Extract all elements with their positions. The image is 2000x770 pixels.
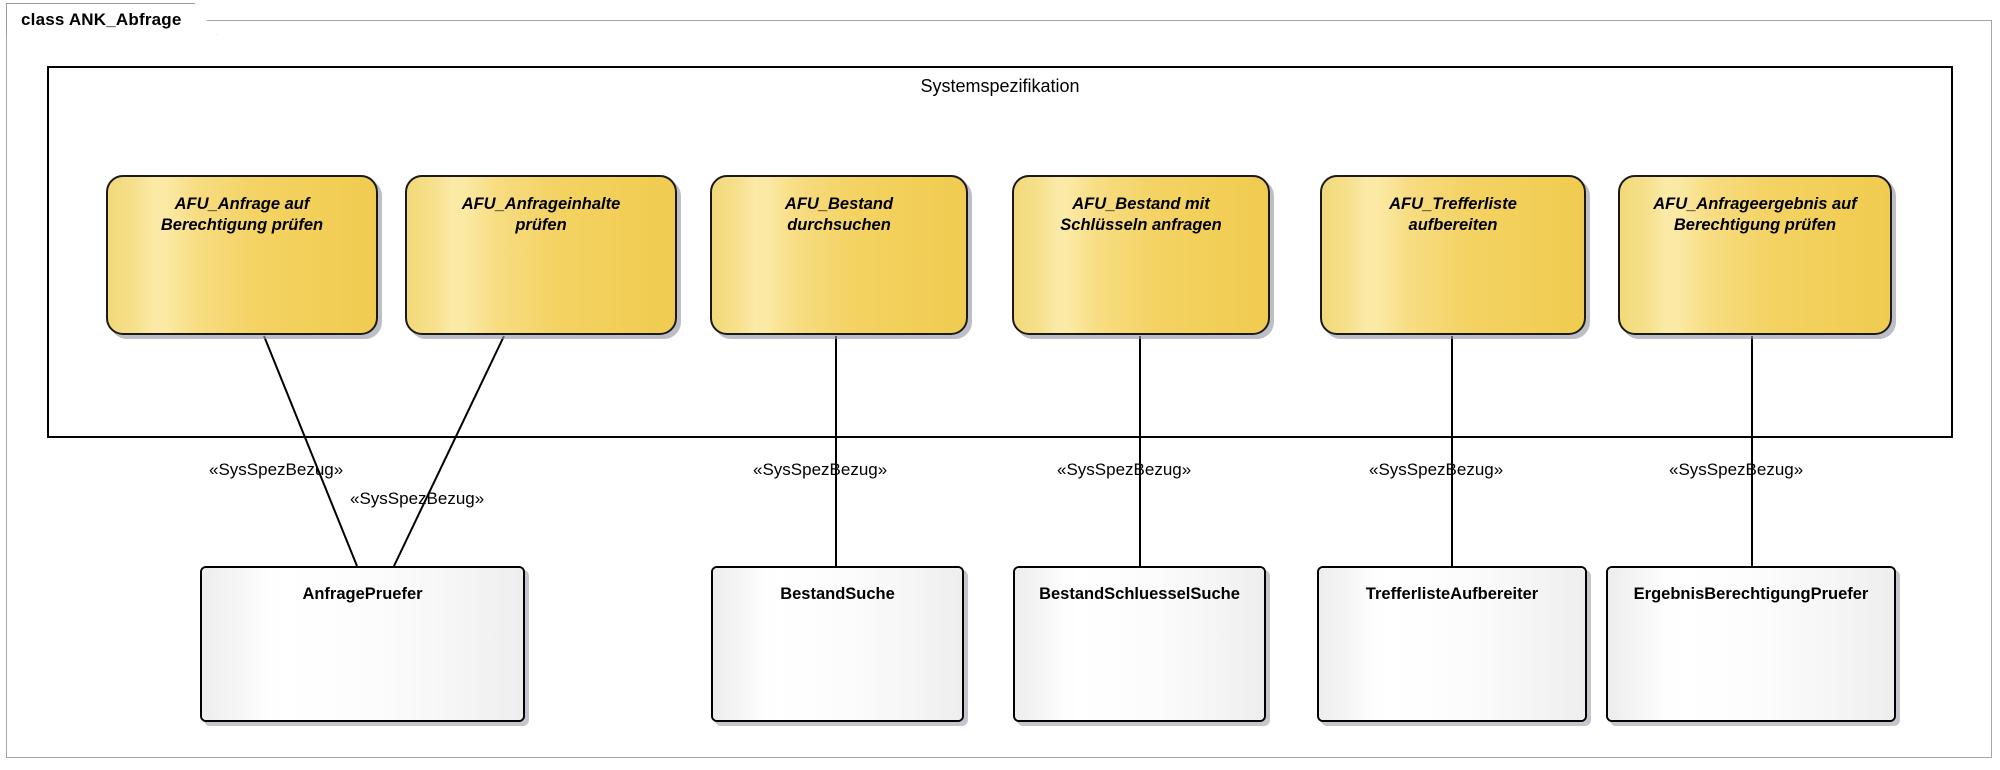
requirement-label-line2: Schlüsseln anfragen <box>1060 216 1222 235</box>
requirement-afu-bestand-mit-schluesseln-anfragen[interactable]: AFU_Bestand mit Schlüsseln anfragen <box>1012 175 1270 335</box>
diagram-title-label: class ANK_Abfrage <box>21 9 182 29</box>
requirement-label: AFU_Anfrageergebnis auf Berechtigung prü… <box>1643 194 1867 236</box>
requirement-label: AFU_Bestand durchsuchen <box>775 194 903 236</box>
class-name-label: BestandSchluesselSuche <box>1039 585 1240 603</box>
requirement-label-line1: AFU_Anfrageergebnis auf <box>1653 195 1857 213</box>
requirement-afu-anfrageinhalte-pruefen[interactable]: AFU_Anfrageinhalte prüfen <box>405 175 677 335</box>
requirement-label-line1: AFU_Anfrageinhalte <box>461 195 621 213</box>
connector-label-3: «SysSpezBezug» <box>753 460 888 479</box>
requirement-label-line1: AFU_Bestand <box>784 195 894 213</box>
requirement-label-line1: AFU_Trefferliste <box>1389 195 1517 213</box>
requirement-afu-anfrage-auf-berechtigung-pruefen[interactable]: AFU_Anfrage auf Berechtigung prüfen <box>106 175 378 335</box>
class-anfragepruefer[interactable]: AnfragePruefer <box>200 566 525 722</box>
connector-label-6: «SysSpezBezug» <box>1669 460 1804 479</box>
class-ergebnisberechtigungpruefer[interactable]: ErgebnisBerechtigungPruefer <box>1606 566 1896 722</box>
requirement-label-line2: Berechtigung prüfen <box>1673 216 1837 235</box>
class-name-label: AnfragePruefer <box>302 585 423 603</box>
requirement-label-line1: AFU_Bestand mit <box>1072 195 1210 213</box>
requirement-label-line2: durchsuchen <box>787 216 891 235</box>
connector-label-5: «SysSpezBezug» <box>1369 460 1504 479</box>
class-bestandsuche[interactable]: BestandSuche <box>711 566 964 722</box>
package-frame-label: Systemspezifikation <box>920 76 1080 96</box>
requirement-label: AFU_Anfrage auf Berechtigung prüfen <box>151 194 333 236</box>
requirement-label-line2: aufbereiten <box>1408 216 1498 235</box>
requirement-afu-anfrageergebnis-auf-berechtigung-pruefen[interactable]: AFU_Anfrageergebnis auf Berechtigung prü… <box>1618 175 1892 335</box>
connector-label-4: «SysSpezBezug» <box>1057 460 1192 479</box>
diagram-title-tab[interactable]: class ANK_Abfrage <box>6 3 217 35</box>
requirement-afu-bestand-durchsuchen[interactable]: AFU_Bestand durchsuchen <box>710 175 968 335</box>
package-frame-systemspezifikation[interactable] <box>47 66 1953 438</box>
class-name-label: BestandSuche <box>780 585 895 603</box>
class-name-label: TrefferlisteAufbereiter <box>1365 585 1539 603</box>
class-gradient-fill <box>713 568 962 720</box>
class-bestandschluesselsuche[interactable]: BestandSchluesselSuche <box>1013 566 1266 722</box>
class-gradient-fill <box>202 568 523 720</box>
requirement-label-line2: Berechtigung prüfen <box>160 216 324 235</box>
requirement-label-line2: prüfen <box>515 216 567 235</box>
class-gradient-fill <box>1608 568 1894 720</box>
class-gradient-fill <box>1015 568 1264 720</box>
requirement-label: AFU_Anfrageinhalte prüfen <box>452 194 631 236</box>
connector-label-1: «SysSpezBezug» <box>209 460 344 479</box>
class-trefferlisteaufbereiter[interactable]: TrefferlisteAufbereiter <box>1317 566 1587 722</box>
class-gradient-fill <box>1319 568 1585 720</box>
requirement-afu-trefferliste-aufbereiten[interactable]: AFU_Trefferliste aufbereiten <box>1320 175 1586 335</box>
connector-label-2: «SysSpezBezug» <box>350 489 485 508</box>
requirement-label-line1: AFU_Anfrage auf <box>174 195 310 213</box>
requirement-label: AFU_Trefferliste aufbereiten <box>1379 194 1527 236</box>
class-name-label: ErgebnisBerechtigungPruefer <box>1633 585 1869 603</box>
requirement-label: AFU_Bestand mit Schlüsseln anfragen <box>1050 194 1231 236</box>
